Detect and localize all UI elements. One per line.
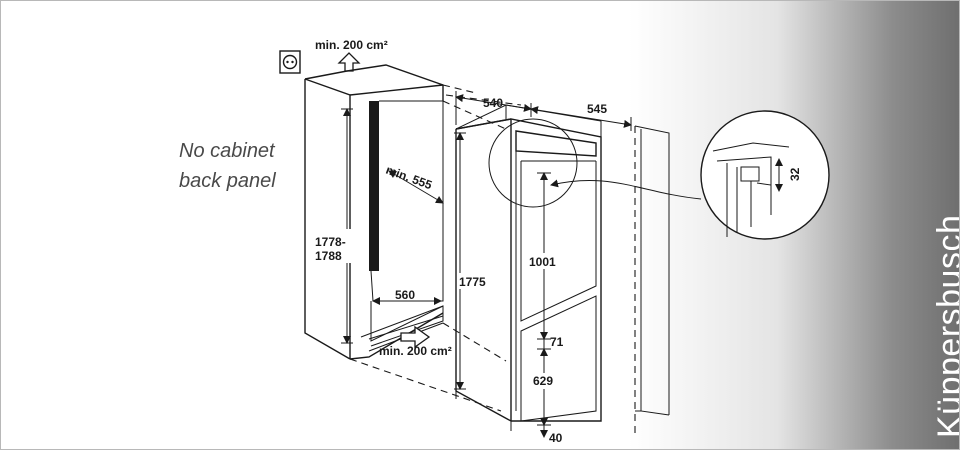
niche-width-label: 560: [395, 288, 415, 302]
power-socket-icon: [279, 50, 301, 74]
gap-label: 71: [550, 335, 564, 349]
appliance-height-dimension: [454, 132, 466, 390]
plinth-label: 40: [549, 431, 563, 445]
fridge-height-label: 1001: [529, 255, 556, 269]
note-line-1: No cabinet: [179, 140, 276, 162]
vent-up-arrow-icon: [337, 52, 361, 72]
niche-height-label-line1: 1778-: [315, 235, 346, 249]
bottom-ventilation-label: min. 200 cm²: [379, 344, 452, 358]
niche-depth-label: min. 555: [384, 163, 434, 193]
detail-gap-label: 32: [788, 167, 802, 181]
cabinet-niche: [304, 64, 444, 360]
front-dimension-chain: [537, 172, 551, 438]
top-ventilation-label: min. 200 cm²: [315, 38, 388, 52]
cabinet-door-outline: [634, 125, 670, 436]
niche-depth-dimension: [388, 170, 444, 204]
detail-zoom-circle: [700, 110, 830, 240]
appliance-width-label: 540: [483, 96, 503, 110]
appliance-height-label: 1775: [459, 275, 486, 289]
note-line-2: back panel: [179, 170, 276, 192]
detail-connector-arrow: [550, 179, 702, 200]
vent-bottom-arrow-icon: [400, 325, 431, 349]
brand-logo-text: Küppersbusch: [931, 214, 960, 438]
appliance-depth-dimension: [530, 106, 632, 131]
niche-height-dimension: [341, 108, 353, 344]
niche-height-label-line2: 1788: [315, 249, 342, 263]
detail-marker-circle: [488, 118, 578, 208]
appliance-depth-label: 545: [587, 102, 607, 116]
freezer-height-label: 629: [533, 374, 553, 388]
